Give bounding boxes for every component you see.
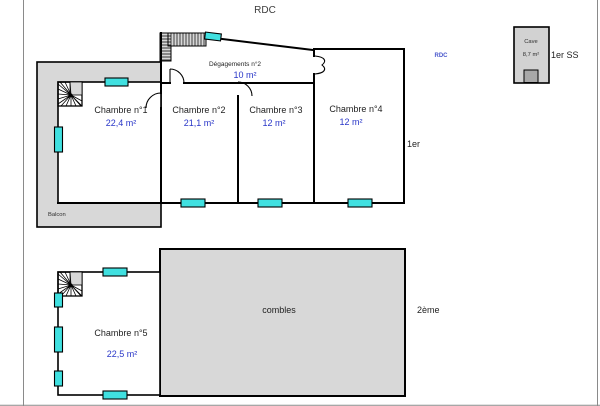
door-arc-corridor bbox=[169, 68, 185, 84]
cave-area: 8,7 m² bbox=[523, 52, 539, 58]
window-room5-bottom bbox=[102, 390, 128, 400]
combles-label: combles bbox=[262, 305, 296, 315]
wall-room4-top-right bbox=[313, 48, 405, 204]
room5-name: Chambre n°5 bbox=[94, 328, 147, 338]
upper-floor-plan: Dégagements n°2 10 m² Chambre n°1 22,4 m… bbox=[36, 31, 449, 228]
spiral-staircase-upper bbox=[57, 81, 83, 107]
room5-area: 22,5 m² bbox=[107, 349, 138, 359]
door-jamb-room4 bbox=[314, 55, 326, 75]
page-title: RDC bbox=[254, 5, 276, 16]
room2-name: Chambre n°2 bbox=[172, 105, 225, 115]
combles-block bbox=[159, 248, 406, 397]
basement-label: 1er SS bbox=[551, 50, 579, 60]
room1-area: 22,4 m² bbox=[106, 118, 137, 128]
door-arc-room1 bbox=[145, 92, 162, 109]
floor1-label: 1er bbox=[407, 139, 420, 149]
corridor-name: Dégagements n°2 bbox=[209, 60, 261, 68]
window-corridor-top bbox=[204, 31, 222, 42]
window-room5-left-3 bbox=[53, 370, 64, 387]
room3-area: 12 m² bbox=[262, 118, 285, 128]
cave-door bbox=[523, 69, 539, 83]
spiral-staircase-lower bbox=[57, 271, 83, 297]
window-room5-top bbox=[102, 267, 128, 277]
room4-area: 12 m² bbox=[339, 117, 362, 127]
room4-name: Chambre n°4 bbox=[329, 104, 382, 114]
wall-corridor-top-sloped bbox=[204, 35, 315, 52]
window-room4-bottom bbox=[347, 198, 373, 208]
room-5 bbox=[57, 271, 161, 396]
corridor-area: 10 m² bbox=[233, 70, 256, 80]
floor2-label: 2ème bbox=[417, 305, 440, 315]
attic-floor-plan: Chambre n°5 22,5 m² combles 2ème bbox=[53, 248, 440, 400]
window-room5-left-1 bbox=[53, 292, 64, 308]
floor1-level-tag: RDC bbox=[435, 53, 449, 59]
window-room1-top bbox=[104, 77, 129, 87]
window-room1-left bbox=[53, 126, 64, 153]
door-arc-room3 bbox=[237, 81, 253, 97]
window-room5-left-2 bbox=[53, 326, 64, 353]
window-room2-bottom bbox=[180, 198, 206, 208]
room3-name: Chambre n°3 bbox=[249, 105, 302, 115]
balcony-label: Balcon bbox=[48, 212, 66, 218]
room1-name: Chambre n°1 bbox=[94, 105, 147, 115]
room2-area: 21,1 m² bbox=[184, 118, 215, 128]
cave-name: Cave bbox=[524, 39, 538, 45]
staircase-treads-horizontal-run bbox=[170, 33, 205, 46]
staircase-treads-vertical-run bbox=[160, 35, 171, 61]
basement-plan: Cave 8,7 m² 1er SS bbox=[513, 26, 579, 84]
window-room3-bottom bbox=[257, 198, 283, 208]
